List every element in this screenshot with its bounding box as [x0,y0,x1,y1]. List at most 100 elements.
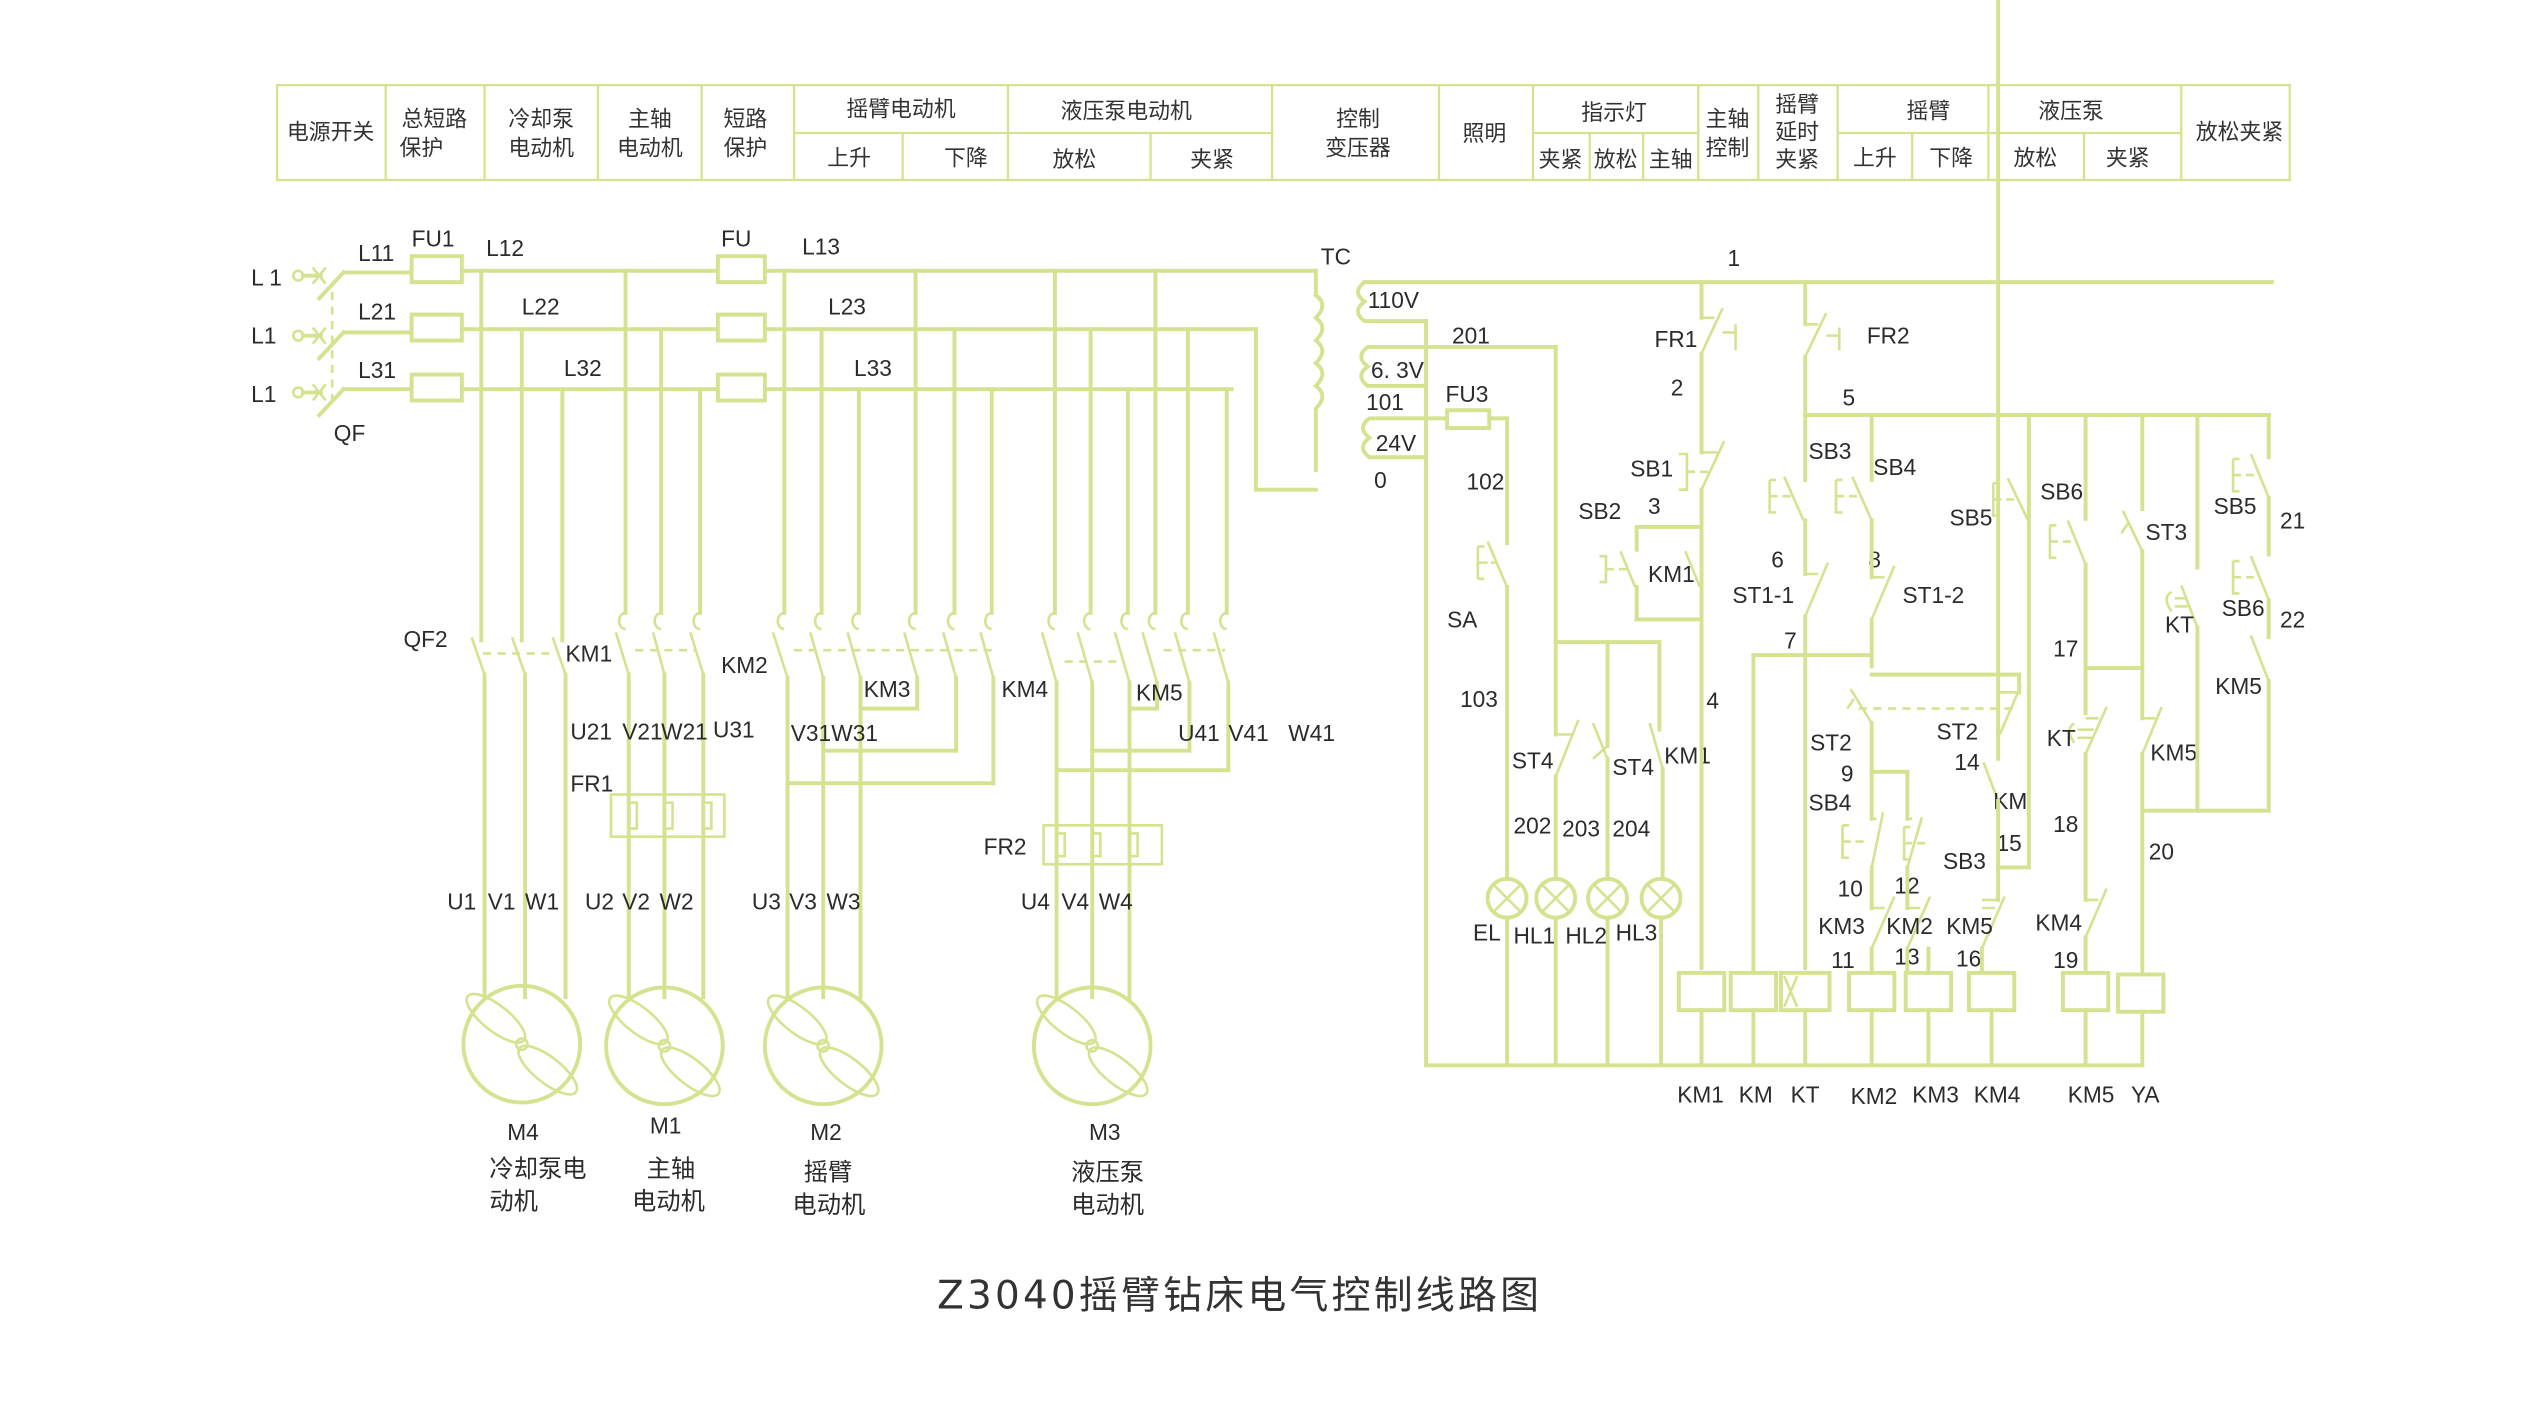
header-hydraulic-clamp: 夹紧 [1190,148,1234,173]
label-m2-name-2: 电动机 [792,1190,865,1219]
lighting-indicator-branch: ST4 ST4 KM1 SA EL HL1 HL2 HL3 [1447,416,1711,1068]
label-fr1-power: FR1 [570,770,613,796]
label-w21: W21 [661,718,708,744]
label-u4: U4 [1021,889,1050,915]
label-u31: U31 [713,717,755,743]
coil-km4 [1966,970,2017,1013]
label-m1-name-1: 主轴 [647,1154,696,1183]
header-pump-clamp: 夹紧 [2106,146,2150,171]
coil-km5 [2060,970,2111,1013]
label-km1-hold: KM1 [1648,561,1695,587]
node-6: 6 [1771,546,1784,572]
lamp-hl2 [1586,876,1629,920]
label-m3-name-1: 液压泵 [1071,1157,1144,1186]
label-hl3: HL3 [1616,919,1658,945]
label-w1: W1 [525,889,559,915]
header-short-protect-2: 保护 [724,137,768,162]
node-17: 17 [2053,636,2078,662]
coil-km1 [1676,970,1727,1013]
label-u1: U1 [447,889,476,915]
control-transformer: TC 110V 6. 3V 24V FU3 [1321,243,2274,1068]
label-km5-power: KM5 [1136,679,1183,705]
header-arm-raise: 上升 [1853,146,1897,171]
label-st2-a: ST2 [1810,730,1852,756]
overload-fr1 [609,793,726,838]
motor-m4-symbol [461,983,583,1105]
coil-km2 [1847,970,1897,1013]
label-w2: W2 [660,889,694,915]
label-110v: 110V [1368,287,1420,313]
label-coil-km: KM [1739,1082,1773,1108]
header-pump: 液压泵 [2038,99,2104,124]
node-103: 103 [1460,686,1498,712]
label-w4: W4 [1099,889,1133,915]
node-19: 19 [2053,947,2078,973]
header-power-switch: 电源开关 [287,120,374,145]
node-18: 18 [2053,811,2078,837]
input-l1-c: L1 [251,381,276,407]
label-st4-b: ST4 [1612,754,1654,780]
label-coil-ya: YA [2131,1082,2160,1108]
header-spindle-motor-2: 电动机 [617,137,683,162]
node-10: 10 [1838,876,1863,902]
motor-m1-branch [609,268,726,1000]
label-fu: FU [721,225,751,251]
label-coil-kt: KT [1791,1082,1820,1108]
label-m1: M1 [650,1112,682,1138]
lamp-hl3 [1639,876,1683,920]
label-fu3: FU3 [1445,381,1488,407]
label-24v: 24V [1376,430,1417,456]
label-el: EL [1473,919,1501,945]
header-main-short-protect-2: 保护 [399,137,443,162]
label-m4-name-2: 动机 [489,1187,538,1216]
label-km2-power: KM2 [721,652,768,678]
label-m2-name-1: 摇臂 [804,1157,853,1186]
node-203: 203 [1562,816,1600,842]
node-15: 15 [1996,830,2021,856]
label-m4: M4 [507,1119,539,1145]
node-102: 102 [1467,469,1505,495]
label-coil-km2: KM2 [1851,1083,1898,1109]
motor-m4-branch [470,268,568,1000]
node-11: 11 [1831,947,1855,973]
node-3: 3 [1648,493,1661,519]
label-hl1: HL1 [1514,923,1556,949]
header-coolant-motor-1: 冷却泵 [508,107,574,132]
node-1: 1 [1727,245,1740,271]
label-coil-km3: KM3 [1912,1082,1959,1108]
header-control-transformer-1: 控制 [1336,107,1380,132]
header-arm-motor: 摇臂电动机 [846,98,955,123]
fuse-fu3 [1445,408,1492,431]
fuse-fu1-b [409,312,464,343]
header-short-protect-1: 短路 [724,107,768,132]
label-l31: L31 [358,357,396,383]
label-l33: L33 [854,355,892,381]
label-l13: L13 [802,234,840,260]
header-spindle-control-1: 主轴 [1706,107,1750,132]
label-fr2-power: FR2 [984,833,1027,859]
label-km5-interlock: KM5 [1946,913,1993,939]
arm-control-branch: FR2 SB3 ST1-1 SB4 ST1-2 ST2 ST2 [1424,0,2271,1109]
node-202: 202 [1514,812,1552,838]
label-w3: W3 [826,889,860,915]
header-spindle-motor-1: 主轴 [628,107,672,132]
label-sb6-a: SB6 [2040,478,2083,504]
label-st1-2: ST1-2 [1902,582,1964,608]
label-m3-name-2: 电动机 [1071,1190,1144,1219]
motor-m3-symbol [1031,985,1153,1107]
label-fr2-ctrl: FR2 [1867,323,1910,349]
label-km1-power: KM1 [566,641,613,667]
label-km4-power: KM4 [1001,676,1048,702]
node-14: 14 [1954,749,1979,775]
label-u2: U2 [585,889,614,915]
label-fu1: FU1 [412,225,455,251]
label-st4-a: ST4 [1512,748,1554,774]
fuse-fu1-c [409,372,464,403]
node-204: 204 [1612,816,1650,842]
header-hydraulic-motor: 液压泵电动机 [1061,99,1192,124]
label-kt-nc: KT [2047,725,2076,751]
label-u3: U3 [752,889,781,915]
coil-kt [1778,970,1832,1013]
label-l22: L22 [522,294,560,320]
label-sb4-nc: SB4 [1808,790,1851,816]
